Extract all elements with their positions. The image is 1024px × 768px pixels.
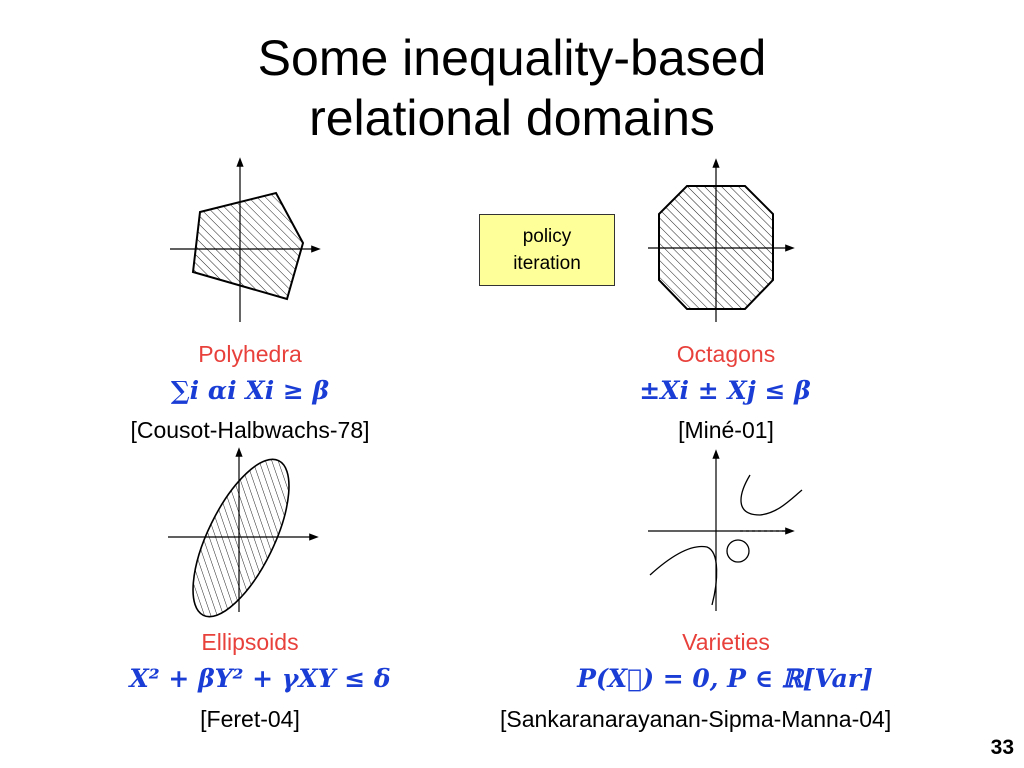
policy-iteration-callout: policy iteration (479, 214, 615, 286)
varieties-formula: P(X⃗) = 0, P ∈ ℝ[Var] (577, 664, 873, 693)
polyhedra-diagram (170, 157, 321, 322)
polyhedra-name: Polyhedra (198, 341, 302, 367)
polyhedron-shape (191, 191, 305, 301)
callout-line-1: policy (522, 226, 572, 247)
upper-hyperbola-branch (740, 474, 803, 516)
varieties-name: Varieties (682, 629, 770, 655)
ellipse-shape (192, 458, 290, 618)
octagons-name: Octagons (676, 341, 776, 367)
ellipsoids-formula: X² + βY² + γXY ≤ δ (129, 664, 391, 693)
ellipsoids-diagram (168, 447, 319, 618)
ellipsoids-citation: [Feret-04] (200, 706, 300, 732)
callout-line-2: iteration (513, 253, 581, 274)
polyhedra-formula: ∑i αi Xi ≥ β (170, 376, 330, 405)
octagons-diagram (648, 158, 795, 322)
varieties-diagram (648, 449, 803, 611)
slide-number: 33 (990, 736, 1014, 759)
polyhedra-citation: [Cousot-Halbwachs-78] (130, 417, 370, 443)
title-line-1: Some inequality-based (257, 30, 767, 86)
variety-circle (726, 539, 750, 563)
octagons-formula: ±Xi ± Xj ≤ β (639, 376, 811, 405)
lower-hyperbola-branch (649, 545, 718, 606)
ellipsoids-name: Ellipsoids (201, 629, 299, 655)
varieties-citation: [Sankaranarayanan-Sipma-Manna-04] (500, 706, 892, 732)
octagons-citation: [Miné-01] (678, 417, 774, 443)
varieties-citation-clip: [Sankaranarayanan-Sipma-Manna-04] (500, 706, 892, 733)
title-line-2: relational domains (309, 90, 715, 146)
slide-title: Some inequality-based relational domains (0, 28, 1024, 148)
